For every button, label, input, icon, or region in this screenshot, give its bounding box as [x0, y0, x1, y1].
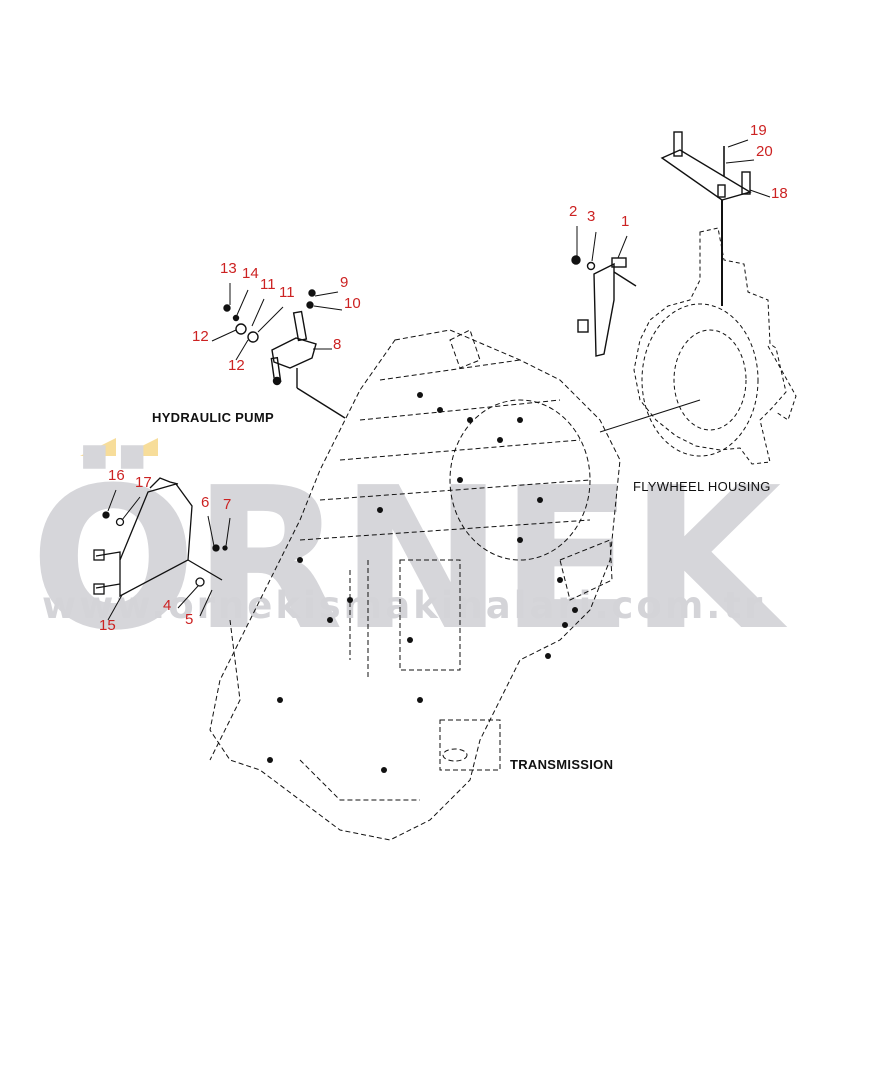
callout-4: 4: [163, 597, 172, 614]
bracket-18-drawing: [660, 131, 752, 306]
callout-17: 17: [135, 474, 152, 491]
callout-leaders: [107, 139, 771, 621]
callout-20: 20: [756, 143, 773, 160]
callout-3: 3: [587, 208, 596, 225]
engine-detail-marks: [267, 392, 578, 773]
label-hydraulic-pump: HYDRAULIC PUMP: [152, 410, 274, 425]
callout-13: 13: [220, 260, 237, 277]
cover-15-drawing: [93, 477, 228, 598]
watermark-accent-right: [122, 438, 158, 456]
flywheel-housing-drawing: [633, 227, 797, 465]
callout-11a: 11: [260, 276, 276, 293]
callout-19: 19: [750, 122, 767, 139]
callout-5: 5: [185, 611, 194, 628]
callout-6: 6: [201, 494, 210, 511]
label-transmission: TRANSMISSION: [510, 757, 614, 772]
label-flywheel-housing: FLYWHEEL HOUSING: [633, 479, 771, 494]
callout-12b: 12: [228, 357, 245, 374]
callout-18: 18: [771, 185, 788, 202]
watermark-url: www.ornekismakinalari.com.tr: [42, 584, 766, 627]
callout-15: 15: [99, 617, 116, 634]
callout-12a: 12: [192, 328, 209, 345]
callout-2: 2: [569, 203, 578, 220]
watermark-accent-left: [80, 438, 116, 456]
flywheel-leader: [599, 399, 701, 433]
engine-drawing: [209, 329, 621, 841]
callout-14: 14: [242, 265, 259, 282]
callout-11b: 11: [279, 284, 295, 301]
callout-8: 8: [333, 336, 342, 353]
callout-1: 1: [621, 213, 630, 230]
bracket-8-drawing: [223, 289, 346, 419]
bracket-1-drawing: [571, 255, 637, 357]
callout-9: 9: [340, 274, 349, 291]
watermark-brand: ÖRNEK: [30, 446, 781, 674]
callout-16: 16: [108, 467, 125, 484]
callout-10: 10: [344, 295, 361, 312]
callout-7: 7: [223, 496, 232, 513]
